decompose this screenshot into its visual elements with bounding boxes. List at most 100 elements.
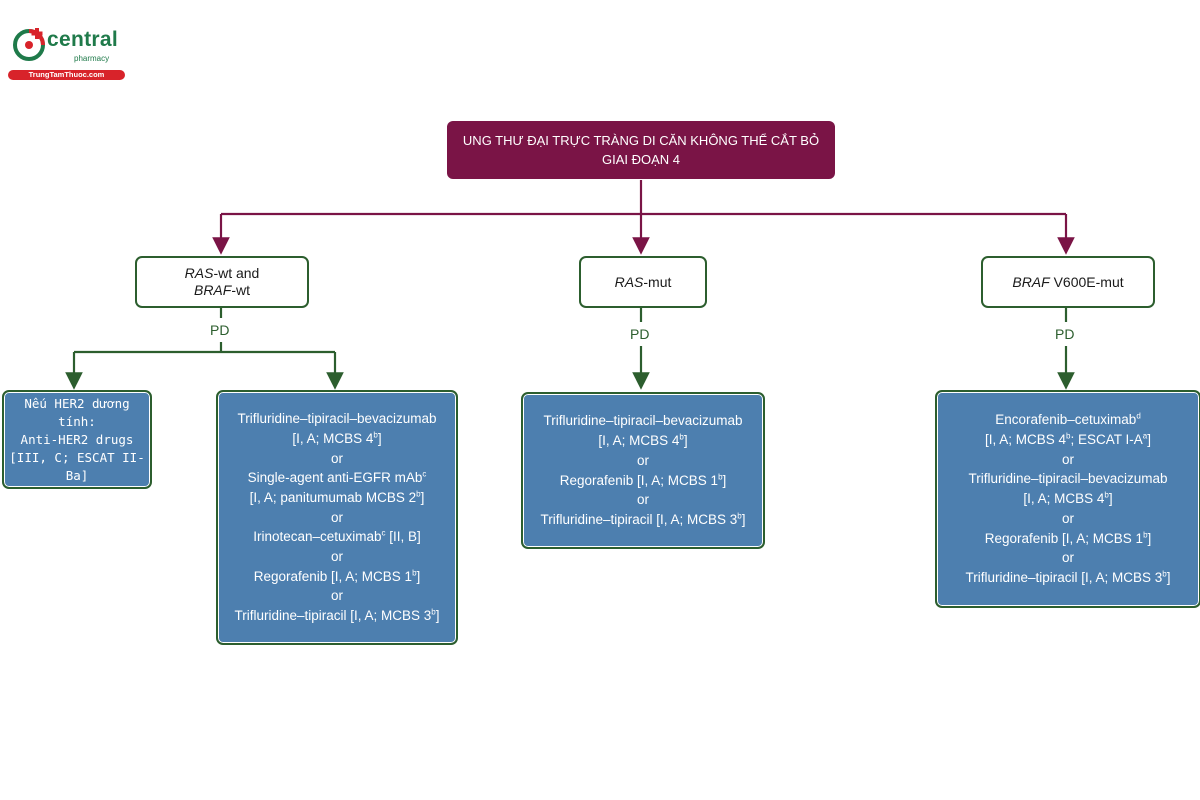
root-connectors (212, 180, 1075, 255)
logo-subtitle: pharmacy (74, 54, 110, 63)
footnote-marker: b (416, 489, 421, 499)
her2-box: Nếu HER2 dương tính: Anti-HER2 drugs [II… (2, 390, 152, 489)
gene-status: -wt and (213, 265, 260, 281)
treatment-text: Trifluridine–tipiracil [I, A; MCBS 3 (965, 569, 1163, 585)
treatment-text: ] (683, 433, 688, 449)
treatment-text: ] (1147, 432, 1151, 448)
node-braf-v600e-mut: BRAF V600E-mut (981, 256, 1155, 308)
her2-line: Nếu HER2 dương tính: (24, 395, 130, 429)
treatment-text: Trifluridine–tipiracil–bevacizumab (543, 413, 743, 429)
treatment-text: or (330, 509, 343, 525)
treatment-line: [I, A; MCBS 4b; ESCAT I-Aa] (937, 430, 1199, 450)
treatment-line: Regorafenib [I, A; MCBS 1b] (523, 471, 763, 491)
footnote-marker: b (718, 472, 723, 481)
treatment-text: or (636, 452, 649, 468)
treatment-text: Regorafenib [I, A; MCBS 1 (559, 472, 719, 488)
treatment-text: or (1061, 550, 1074, 566)
gene-label: RAS (614, 273, 644, 290)
treatment-text: ] (722, 472, 727, 488)
treatment-text: [I, A; MCBS 4 (292, 430, 374, 446)
pd-label: PD (630, 326, 650, 342)
treatment-text: [II, B] (385, 529, 421, 545)
treatment-line: [I, A; MCBS 4b] (523, 431, 763, 451)
logo-name: central (47, 28, 118, 51)
footnote-marker: b (737, 511, 742, 521)
gene-label: RAS (184, 265, 214, 281)
or-separator: or (937, 548, 1199, 568)
treatment-text: Regorafenib [I, A; MCBS 1 (253, 568, 413, 584)
treatment-text: ; ESCAT I-A (1070, 432, 1143, 448)
footnote-marker: c (381, 528, 386, 538)
or-separator: or (218, 449, 456, 469)
treatment-line: Trifluridine–tipiracil–bevacizumab (523, 411, 763, 431)
footnote-marker: b (373, 430, 378, 440)
treatment-line: Regorafenib [I, A; MCBS 1b] (218, 567, 456, 587)
treatment-text: Regorafenib [I, A; MCBS 1 (984, 530, 1144, 546)
treatment-text: Trifluridine–tipiracil [I, A; MCBS 3 (234, 608, 432, 624)
treatment-text: Trifluridine–tipiracil–bevacizumab (968, 471, 1168, 487)
treatment-line: Trifluridine–tipiracil–bevacizumab (218, 409, 456, 429)
treatment-text: Trifluridine–tipiracil [I, A; MCBS 3 (540, 511, 738, 527)
footnote-marker: b (1066, 431, 1071, 441)
root-title: UNG THƯ ĐẠI TRỰC TRÀNG DI CĂN KHÔNG THỂ … (462, 133, 820, 148)
treatment-line: Regorafenib [I, A; MCBS 1b] (937, 529, 1199, 549)
treatment-text: [I, A; MCBS 4 (1023, 491, 1105, 507)
pd-label: PD (210, 322, 230, 338)
or-separator: or (937, 509, 1199, 529)
treatment-text: ] (1108, 491, 1113, 507)
logo-url: TrungTamThuoc.com (8, 70, 125, 80)
gene-status: -wt (231, 282, 250, 298)
pd-connectors (65, 306, 1075, 390)
pd-label: PD (1055, 326, 1075, 342)
footnote-marker: b (679, 432, 684, 442)
footnote-marker: a (1142, 431, 1148, 441)
treatment-text: ] (377, 430, 382, 446)
or-separator: or (218, 547, 456, 567)
treatment-box-ras-mut: Trifluridine–tipiracil–bevacizumab [I, A;… (521, 392, 765, 549)
footnote-marker: b (1104, 490, 1109, 500)
node-ras-wt-braf-wt: RAS-wt and BRAF-wt (135, 256, 309, 308)
gene-label: BRAF (193, 282, 232, 298)
treatment-text: ] (741, 511, 746, 527)
treatment-text: [I, A; MCBS 4 (598, 433, 680, 449)
footnote-marker: b (412, 568, 417, 578)
root-stage: GIAI ĐOẠN 4 (601, 152, 681, 167)
gene-status: V600E-mut (1049, 273, 1124, 290)
treatment-line: Trifluridine–tipiracil [I, A; MCBS 3b] (937, 568, 1199, 588)
treatment-text: [I, A; MCBS 4 (985, 432, 1067, 448)
treatment-line: Irinotecan–cetuximabc [II, B] (218, 527, 456, 547)
footnote-marker: d (1136, 411, 1141, 421)
treatment-text: Encorafenib–cetuximab (995, 412, 1137, 428)
or-separator: or (937, 450, 1199, 470)
treatment-text: ] (416, 568, 421, 584)
root-node: UNG THƯ ĐẠI TRỰC TRÀNG DI CĂN KHÔNG THỂ … (447, 121, 835, 179)
footnote-marker: c (422, 469, 427, 479)
treatment-box-braf-mut: Encorafenib–cetuximabd[I, A; MCBS 4b; ES… (935, 390, 1200, 608)
or-separator: or (218, 586, 456, 606)
pharmacy-logo-icon (13, 28, 45, 61)
treatment-line: [I, A; MCBS 4b] (218, 429, 456, 449)
or-separator: or (523, 451, 763, 471)
footnote-marker: b (1143, 530, 1148, 540)
treatment-box-ras-wt: Trifluridine–tipiracil–bevacizumab [I, A;… (216, 390, 458, 645)
node-ras-mut: RAS-mut (579, 256, 707, 308)
gene-label: BRAF (1012, 273, 1050, 290)
treatment-text: Trifluridine–tipiracil–bevacizumab (237, 411, 437, 427)
treatment-text: Irinotecan–cetuximab (253, 529, 382, 545)
her2-line: [III, C; ESCAT II-Ba] (9, 449, 145, 483)
treatment-line: Single-agent anti-EGFR mAbc (218, 468, 456, 488)
treatment-text: or (330, 450, 343, 466)
treatment-text: [I, A; panitumumab MCBS 2 (249, 489, 417, 505)
or-separator: or (218, 508, 456, 528)
treatment-line: [I, A; panitumumab MCBS 2b] (218, 488, 456, 508)
treatment-text: or (1061, 510, 1074, 526)
footnote-marker: b (1162, 569, 1167, 579)
treatment-text: or (330, 588, 343, 604)
treatment-line: [I, A; MCBS 4b] (937, 489, 1199, 509)
or-separator: or (523, 490, 763, 510)
treatment-text: or (330, 549, 343, 565)
gene-status: -mut (643, 273, 672, 290)
treatment-text: ] (1147, 530, 1152, 546)
treatment-text: Single-agent anti-EGFR mAb (247, 470, 423, 486)
